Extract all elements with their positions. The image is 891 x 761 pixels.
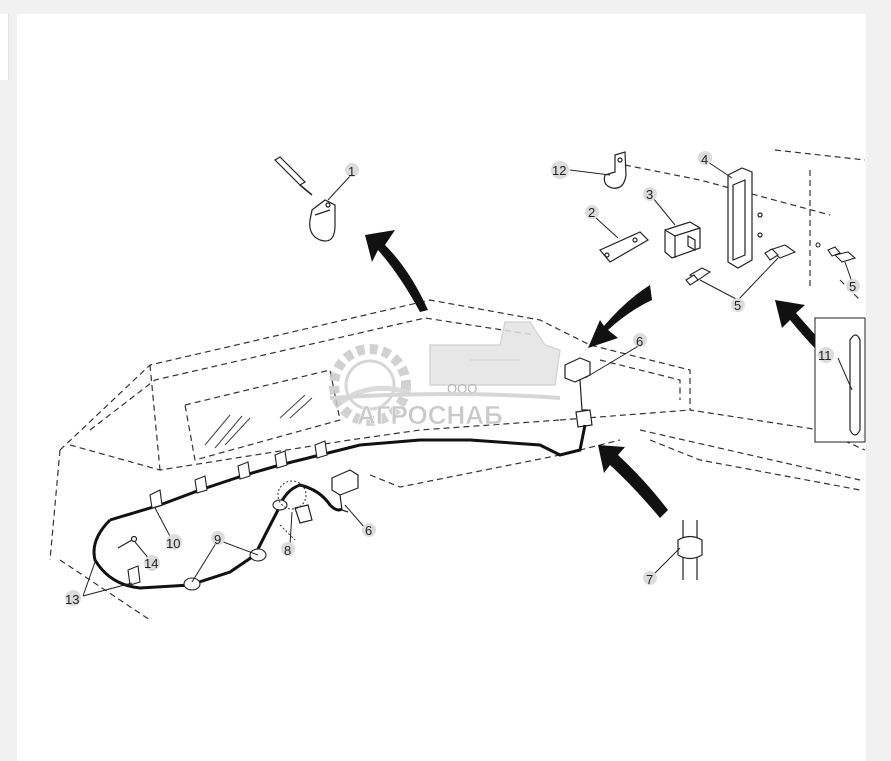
svg-text:2: 2 [588, 205, 595, 220]
svg-text:5: 5 [734, 298, 741, 313]
part-11-frame [814, 317, 866, 443]
callout-5-right: 5 [846, 279, 860, 294]
machine-body-outline [49, 149, 866, 621]
arrow-to-rear-bracket [588, 285, 652, 348]
part-6-upper-bracket [564, 357, 593, 428]
part-3-block [664, 221, 701, 259]
callout-13: 13 [65, 590, 81, 607]
harness-clips [127, 440, 328, 591]
wiring-harness [92, 424, 587, 590]
callout-5-middle: 5 [731, 298, 745, 313]
svg-text:8: 8 [284, 543, 291, 558]
left-scroll-strip [0, 14, 9, 80]
callout-10: 10 [166, 534, 182, 551]
svg-text:1: 1 [348, 164, 355, 179]
callout-14: 14 [144, 555, 160, 571]
arrow-to-part-1 [365, 230, 428, 312]
svg-text:10: 10 [166, 536, 180, 551]
svg-text:3: 3 [646, 187, 653, 202]
part-14-screw [117, 535, 138, 549]
callout-6-upper: 6 [633, 333, 647, 349]
callout-11: 11 [818, 347, 834, 363]
callout-8: 8 [281, 542, 295, 558]
callouts: 1 2 3 4 5 5 6 6 7 8 9 10 11 12 13 14 [65, 151, 860, 607]
callout-1: 1 [345, 163, 359, 179]
part-12-clip [603, 151, 627, 189]
svg-text:13: 13 [65, 592, 79, 607]
part-2-bracket [599, 231, 649, 263]
svg-text:4: 4 [701, 152, 708, 167]
watermark-name: АГРОСНАБ [357, 400, 503, 430]
window-glass-hatching [204, 394, 313, 449]
svg-text:11: 11 [818, 348, 832, 363]
callout-2: 2 [585, 205, 599, 220]
part-8-grommet [277, 480, 307, 541]
svg-text:5: 5 [849, 279, 856, 294]
part-7-pipe-clamp [677, 520, 703, 580]
callout-7: 7 [643, 571, 657, 587]
svg-text:7: 7 [646, 572, 653, 587]
svg-text:12: 12 [552, 163, 566, 178]
part-6-lower-connector [294, 469, 359, 524]
callout-leaders [82, 161, 853, 597]
pointer-arrows [365, 230, 838, 518]
svg-text:9: 9 [214, 532, 221, 547]
svg-text:14: 14 [144, 556, 158, 571]
part-5-bolts [685, 242, 857, 286]
svg-text:6: 6 [636, 334, 643, 349]
svg-text:6: 6 [365, 523, 372, 538]
arrow-to-part-7 [598, 445, 668, 518]
callout-4: 4 [698, 151, 712, 167]
part-1-clamp [274, 156, 336, 242]
part-4-long-bracket [727, 167, 763, 269]
callout-3: 3 [643, 187, 657, 202]
callout-9: 9 [211, 531, 225, 547]
company-watermark: ООО АГРОСНАБ [329, 321, 561, 430]
callout-6-lower: 6 [362, 523, 376, 538]
callout-12: 12 [551, 161, 569, 179]
diagram-panel [17, 14, 866, 761]
